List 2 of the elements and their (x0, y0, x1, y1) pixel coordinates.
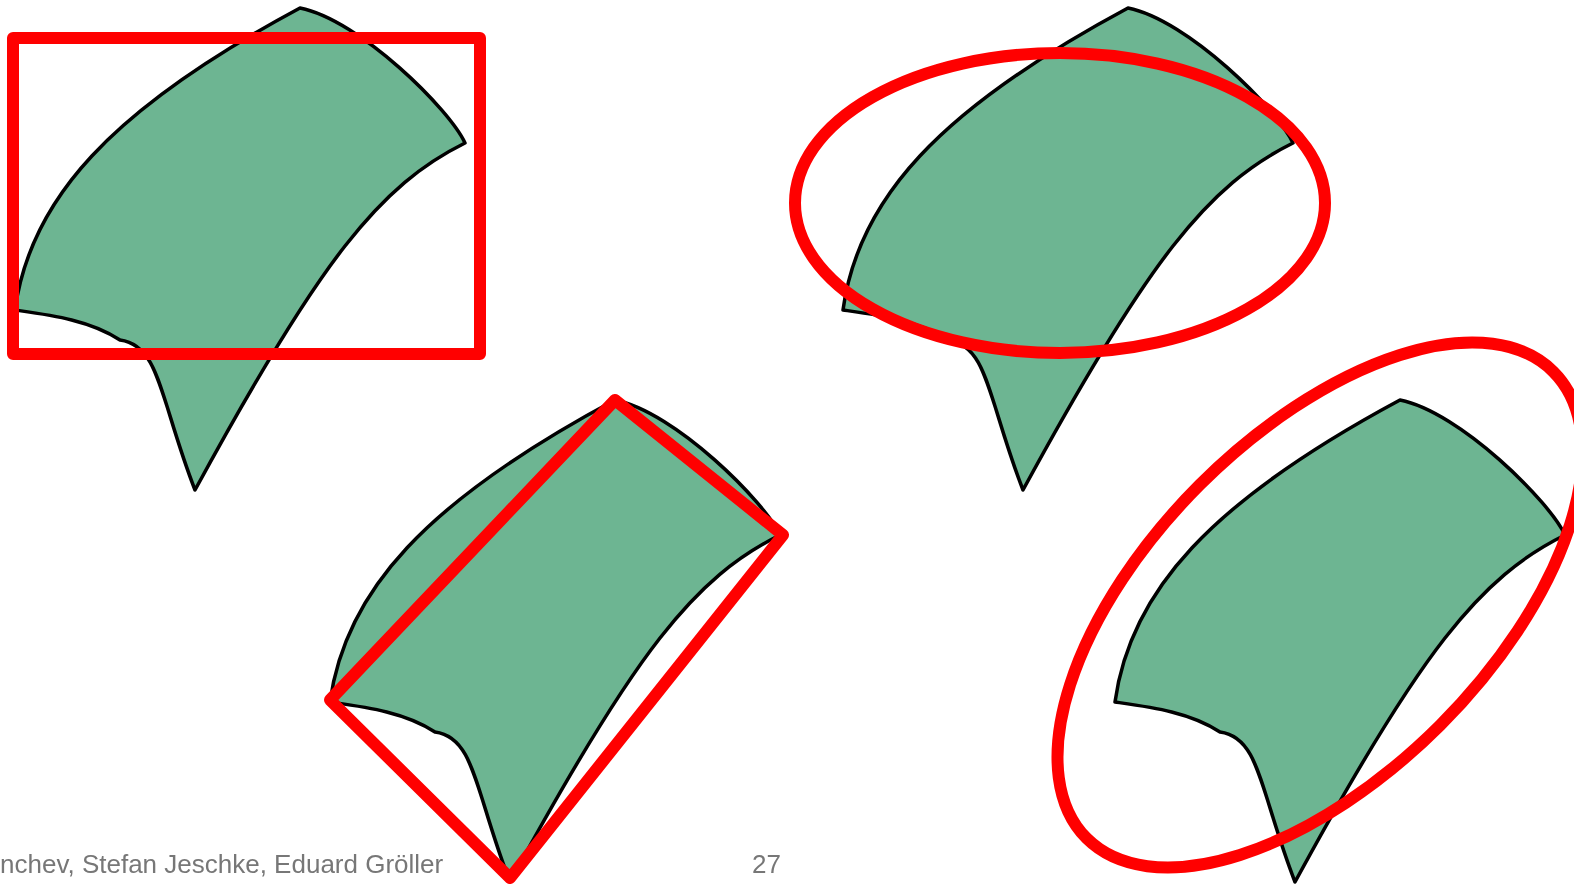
author-names: nchev, Stefan Jeschke, Eduard Gröller (0, 850, 444, 878)
page-number: 27 (752, 850, 781, 878)
